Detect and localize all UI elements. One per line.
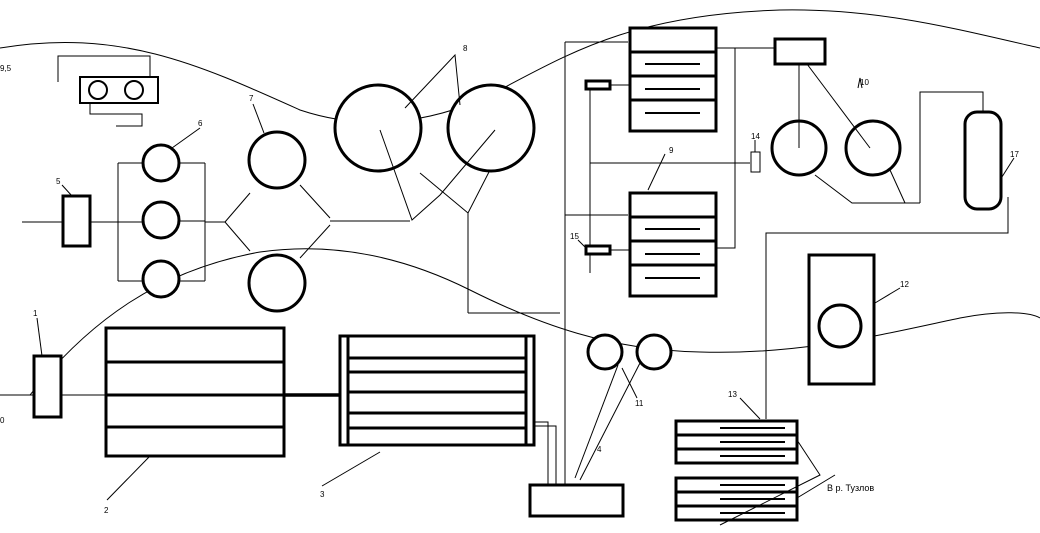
lower-wavy-boundary bbox=[29, 248, 1040, 396]
river-outlet-b bbox=[796, 474, 836, 499]
unit-13-lower bbox=[674, 476, 799, 522]
unit-14 bbox=[750, 151, 761, 173]
unit-9-lower bbox=[628, 191, 718, 298]
label-edge-left: 0 bbox=[0, 416, 5, 425]
label-4: 4 bbox=[597, 445, 602, 454]
label-1: 1 bbox=[33, 309, 38, 318]
label-8: 8 bbox=[463, 44, 468, 53]
unit-2 bbox=[104, 326, 286, 458]
label-15: 15 bbox=[570, 232, 579, 241]
unit-15 bbox=[584, 244, 612, 256]
unit-11-group bbox=[574, 333, 673, 481]
unit-9-upper bbox=[628, 26, 718, 133]
unit-13-upper bbox=[674, 419, 799, 465]
main-riser bbox=[564, 41, 750, 485]
label-6: 6 bbox=[198, 119, 203, 128]
dosing-unit bbox=[57, 55, 159, 127]
unit-3 bbox=[338, 334, 536, 447]
distributor bbox=[773, 37, 827, 66]
label-edge-top: 9,5 bbox=[0, 64, 12, 73]
label-9: 9 bbox=[669, 146, 674, 155]
label-11: 11 bbox=[635, 399, 644, 408]
line-17-to-13 bbox=[765, 197, 1009, 419]
line-to-17 bbox=[919, 91, 984, 203]
label-12: 12 bbox=[900, 280, 909, 289]
unit-10-group bbox=[770, 63, 920, 204]
river-outlet bbox=[719, 439, 821, 526]
label-10: 10 bbox=[860, 78, 869, 87]
label-17: 17 bbox=[1010, 150, 1019, 159]
unit-12-group bbox=[807, 253, 876, 386]
unit-7-group bbox=[224, 130, 410, 313]
collector-9 bbox=[716, 47, 736, 249]
unit-8-group bbox=[333, 53, 560, 314]
label-2: 2 bbox=[104, 506, 109, 515]
unit-6-group bbox=[117, 143, 225, 299]
label-14: 14 bbox=[751, 132, 760, 141]
unit-15-upper bbox=[584, 79, 612, 91]
lines-3-to-4-b bbox=[534, 425, 557, 485]
label-3: 3 bbox=[320, 490, 325, 499]
label-7: 7 bbox=[249, 94, 254, 103]
unit-1 bbox=[32, 354, 63, 419]
lines-3-to-4 bbox=[534, 421, 549, 485]
leader-lines bbox=[36, 103, 1015, 501]
label-13: 13 bbox=[728, 390, 737, 399]
label-river: В р. Тузлов bbox=[827, 483, 874, 493]
unit-4 bbox=[528, 483, 625, 518]
unit-5 bbox=[61, 194, 92, 248]
label-5: 5 bbox=[56, 177, 61, 186]
unit-17 bbox=[963, 110, 1003, 211]
